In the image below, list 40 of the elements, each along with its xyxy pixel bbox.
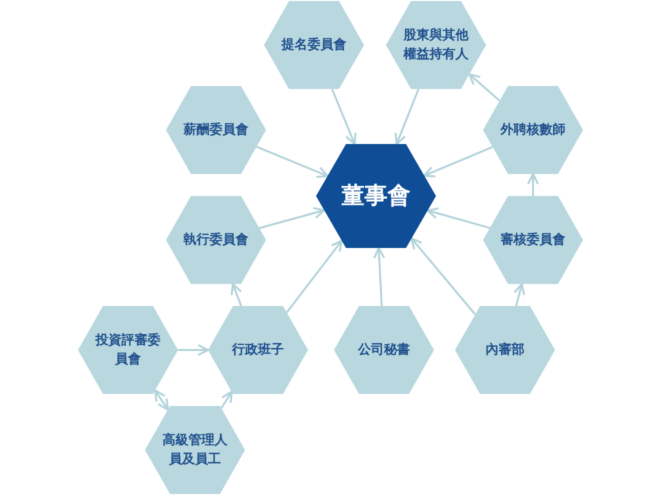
arrow — [423, 146, 494, 178]
hexagon-box — [78, 306, 178, 394]
arrow — [373, 247, 386, 306]
node-label: 審核委員會 — [500, 231, 566, 250]
arrow — [527, 173, 539, 196]
node-label: 股東與其他權益持有人 — [403, 27, 469, 64]
hexagon-box — [386, 1, 486, 89]
arrow — [154, 389, 169, 411]
node-label: 行政班子 — [230, 342, 285, 360]
node-label: 薪酬委員會 — [183, 121, 249, 140]
arrow — [220, 390, 233, 409]
arrow — [468, 73, 500, 102]
arrow — [256, 146, 329, 178]
hexagon-box — [166, 196, 266, 284]
node-label: 外聘核數師 — [500, 122, 566, 140]
arrow — [394, 88, 420, 145]
arrow — [178, 344, 209, 356]
hexagon-box — [483, 86, 583, 174]
arrow — [286, 240, 343, 314]
arrow — [514, 283, 526, 306]
node-label: 董事會 — [340, 182, 412, 210]
arrow — [258, 207, 326, 230]
arrow — [230, 283, 242, 306]
node-label: 投資評審委員會 — [95, 332, 161, 369]
hexagon-box — [264, 1, 364, 89]
hexagon-box — [455, 306, 555, 394]
node-label: 執行委員會 — [183, 231, 249, 250]
hexagon-box — [166, 86, 266, 174]
hexagon-box — [483, 196, 583, 284]
arrow — [426, 207, 490, 229]
hexagon-box — [334, 306, 434, 394]
node-label: 高級管理人員及員工 — [162, 432, 228, 469]
arrow — [410, 237, 476, 316]
hexagon-box — [208, 306, 308, 394]
node-label: 內審部 — [484, 341, 526, 360]
node-label: 公司秘書 — [356, 342, 411, 360]
arrow — [331, 88, 356, 145]
hexagon-box — [145, 406, 245, 494]
central-hexagon — [316, 144, 436, 248]
node-label: 提名委員會 — [281, 36, 347, 54]
